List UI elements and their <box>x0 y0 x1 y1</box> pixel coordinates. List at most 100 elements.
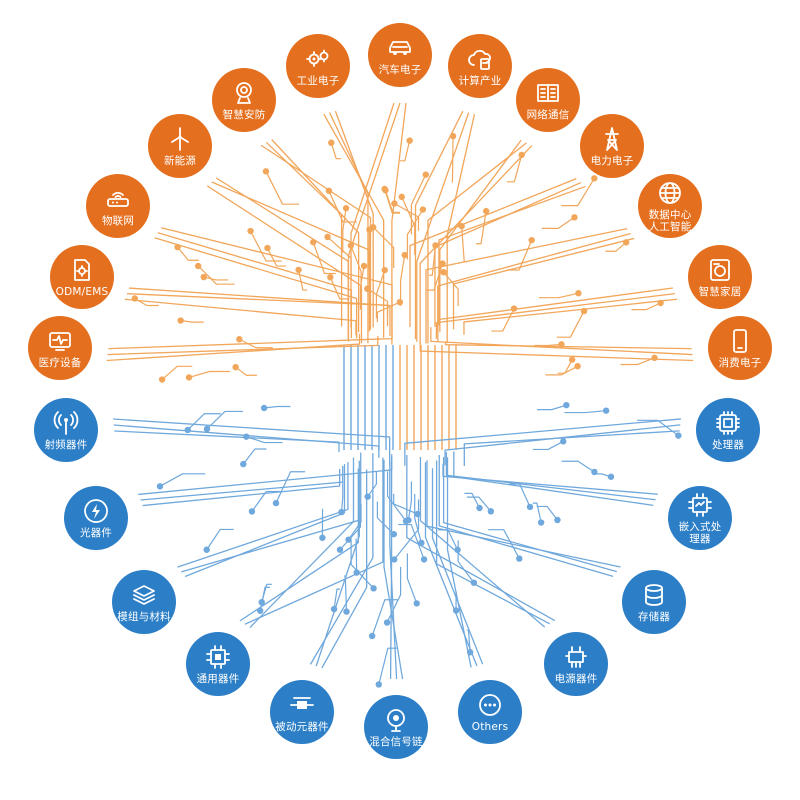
circuit-pad <box>651 354 658 362</box>
circuit-trace <box>321 469 368 669</box>
circuit-pad <box>482 207 490 215</box>
node-label: 网络通信 <box>526 108 570 121</box>
circuit-trace <box>538 292 579 299</box>
circuit-trace <box>442 457 617 573</box>
circuit-trace <box>532 440 564 451</box>
node-computing[interactable]: 计算产业 <box>448 34 512 98</box>
node-general[interactable]: 通用器件 <box>186 632 250 696</box>
node-label: 被动元器件 <box>275 720 329 733</box>
node-modules-materials[interactable]: 模组与材料 <box>112 570 176 634</box>
power-tower-icon <box>605 126 619 151</box>
node-processor[interactable]: 处理器 <box>696 398 760 462</box>
node-label: 射频器件 <box>44 438 88 451</box>
node-smart-security[interactable]: 智慧安防 <box>212 68 276 132</box>
circuit-pad <box>319 534 326 541</box>
node-label: 物联网 <box>101 214 135 227</box>
circuit-pad <box>248 508 256 515</box>
node-optical[interactable]: 光器件 <box>64 486 128 550</box>
node-rf[interactable]: 射频器件 <box>34 398 98 462</box>
node-odm[interactable]: ODM/EMS <box>50 245 114 309</box>
circuit-trace <box>398 523 425 560</box>
node-label: 通用器件 <box>196 672 240 685</box>
circuit-pad <box>328 139 335 146</box>
circuit-trace <box>206 410 243 430</box>
circuit-trace <box>400 254 406 306</box>
circuit-trace <box>239 468 359 622</box>
circuit-trace <box>161 227 393 327</box>
circuit-trace <box>407 481 412 521</box>
circuit-pad <box>338 508 345 516</box>
circuit-pad <box>353 569 360 576</box>
circuit-pad <box>364 493 371 500</box>
node-power-devices[interactable]: 电源器件 <box>544 632 608 696</box>
circuit-trace <box>154 237 358 339</box>
circuit-trace <box>437 232 631 332</box>
node-new-energy[interactable]: 新能源 <box>148 114 212 178</box>
circuit-pad <box>295 266 302 274</box>
node-datacenter-ai[interactable]: 数据中心 人工智能 <box>638 174 702 238</box>
circuit-trace <box>376 501 395 535</box>
circuit-pad <box>422 171 429 178</box>
circuit-trace <box>491 308 515 332</box>
node-medical[interactable]: 医疗设备 <box>28 316 92 380</box>
circuit-pad <box>560 438 567 445</box>
circuit-pad <box>194 262 202 270</box>
circuit-pad <box>418 539 425 547</box>
circuit-trace <box>329 276 350 300</box>
node-industrial[interactable]: 工业电子 <box>286 34 350 98</box>
node-smart-home[interactable]: 智慧家居 <box>688 245 752 309</box>
circuit-trace <box>561 178 595 207</box>
circuit-pad <box>401 251 408 259</box>
circuit-pad <box>203 546 210 553</box>
circuit-pad <box>420 556 428 563</box>
circuit-trace <box>181 452 362 573</box>
circuit-trace <box>372 226 395 269</box>
circuit-trace <box>157 232 353 338</box>
circuit-pad <box>396 298 404 306</box>
power-module-icon <box>565 645 587 668</box>
node-passive[interactable]: 被动元器件 <box>270 680 334 744</box>
circuit-pad <box>405 517 412 524</box>
circuit-trace <box>444 341 692 350</box>
circuit-pad <box>327 273 334 281</box>
circuit-pad <box>336 546 344 553</box>
circuit-trace <box>367 471 378 498</box>
circuit-trace <box>438 185 586 326</box>
circuit-pad <box>232 363 239 371</box>
node-power[interactable]: 电力电子 <box>580 114 644 178</box>
circuit-trace <box>134 297 159 307</box>
circuit-trace <box>400 140 411 162</box>
circuit-trace <box>416 112 470 342</box>
circuit-trace <box>561 460 595 473</box>
circuit-trace <box>142 468 341 507</box>
circuit-trace <box>406 209 424 260</box>
circuit-trace <box>464 492 481 509</box>
node-label: 工业电子 <box>296 74 340 87</box>
node-label: 消费电子 <box>718 356 762 369</box>
node-embedded[interactable]: 嵌入式处 理器 <box>668 486 732 550</box>
node-others[interactable]: Others <box>458 680 522 744</box>
circuit-trace <box>140 466 344 501</box>
node-automotive[interactable]: 汽车电子 <box>368 23 432 87</box>
circuit-trace <box>271 139 360 333</box>
circuit-trace <box>177 246 199 261</box>
circuit-pad <box>264 244 271 252</box>
circuit-trace <box>124 298 357 336</box>
circuit-trace <box>424 462 478 667</box>
circuit-trace <box>384 188 400 214</box>
node-mixed-signal[interactable]: 混合信号链 <box>364 695 428 759</box>
node-label: 智慧家居 <box>698 285 742 298</box>
circuit-trace <box>330 142 342 160</box>
circuit-trace <box>259 586 270 611</box>
circuit-pad <box>537 519 545 526</box>
node-consumer[interactable]: 消费电子 <box>708 316 772 380</box>
circuit-pad <box>563 401 570 409</box>
circuit-pad <box>324 233 331 241</box>
circuit-trace <box>371 599 398 637</box>
node-network[interactable]: 网络通信 <box>516 68 580 132</box>
circuit-trace <box>203 276 229 281</box>
circuit-trace <box>184 464 346 578</box>
node-storage[interactable]: 存储器 <box>622 570 686 634</box>
node-iot[interactable]: 物联网 <box>86 174 150 238</box>
